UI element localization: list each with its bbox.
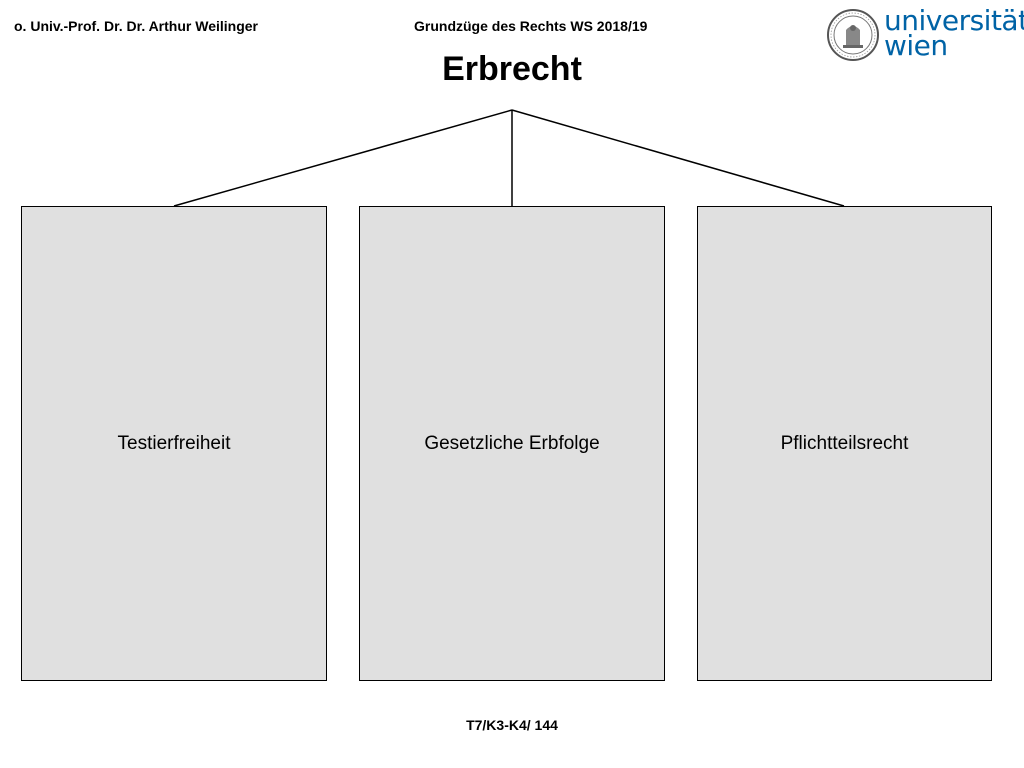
university-seal-icon [827,9,879,61]
footer-page-ref: T7/K3-K4/ 144 [466,717,558,733]
box-pflichtteilsrecht: Pflichtteilsrecht [697,206,992,681]
box-gesetzliche-erbfolge: Gesetzliche Erbfolge [359,206,665,681]
box-label: Pflichtteilsrecht [780,432,909,454]
university-logo: universität wien [826,7,1024,64]
header-course: Grundzüge des Rechts WS 2018/19 [414,18,648,34]
header-author: o. Univ.-Prof. Dr. Dr. Arthur Weilinger [14,18,258,34]
box-testierfreiheit: Testierfreiheit [21,206,327,681]
box-label: Gesetzliche Erbfolge [424,432,600,454]
connector-right [511,109,845,207]
diagram-root-title: Erbrecht [442,50,582,88]
box-label: Testierfreiheit [117,432,231,454]
logo-line-1: universität [884,4,1024,37]
logo-line-2: wien [884,29,948,62]
connector-left [173,109,513,207]
logo-wordmark: universität wien [884,4,1024,62]
